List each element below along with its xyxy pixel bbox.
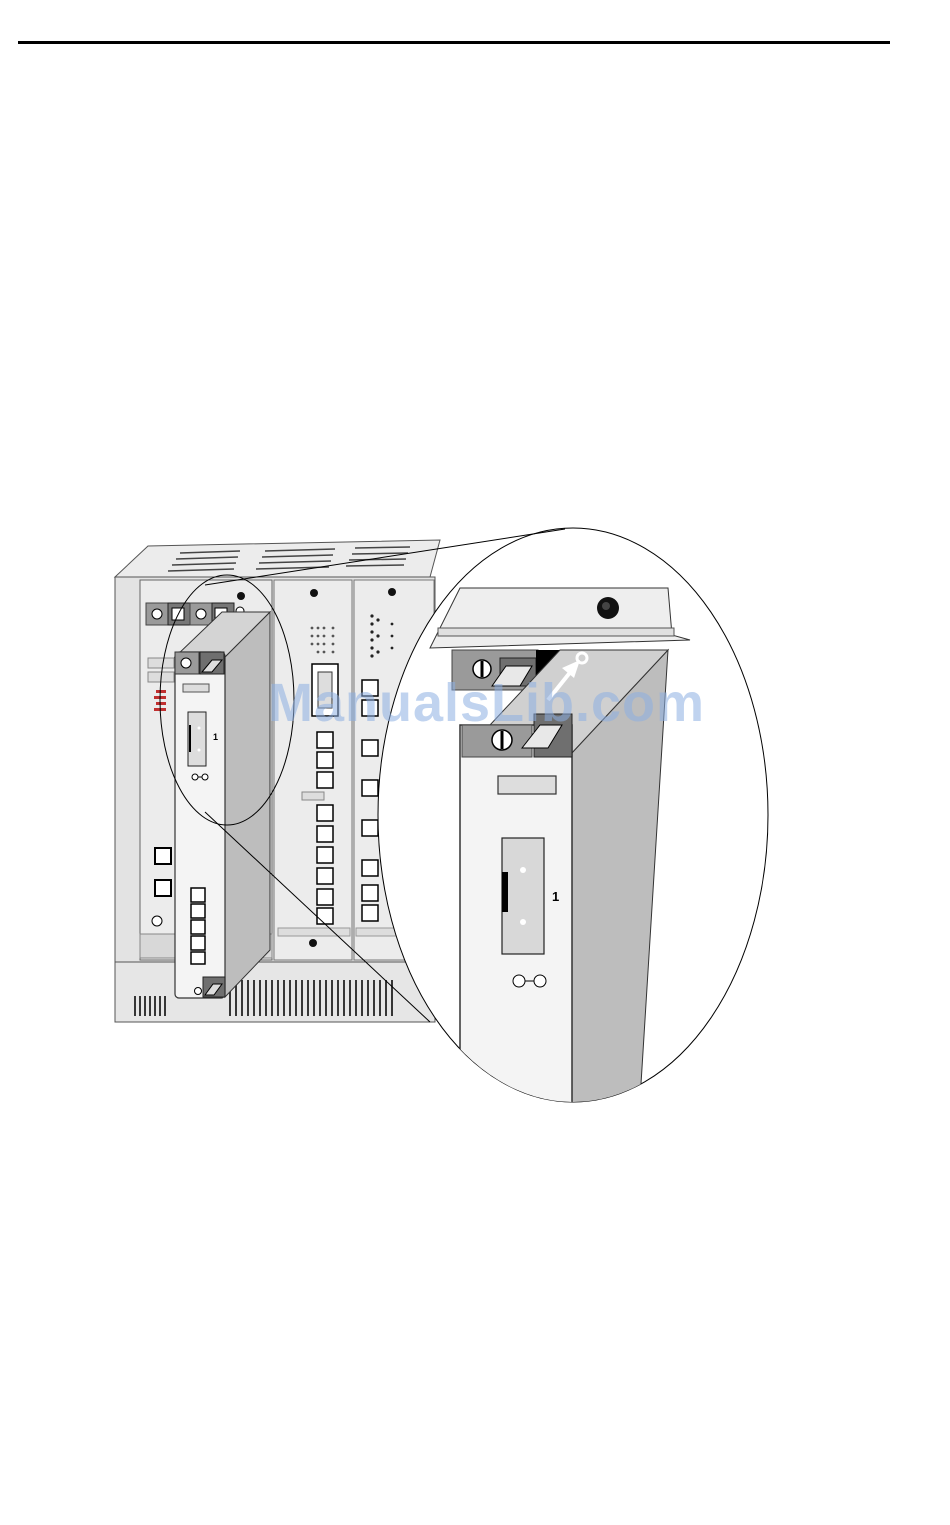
zoom-module-number: 1 — [552, 889, 559, 904]
module-small: 1 — [175, 612, 270, 998]
small-module-number: 1 — [213, 732, 218, 742]
